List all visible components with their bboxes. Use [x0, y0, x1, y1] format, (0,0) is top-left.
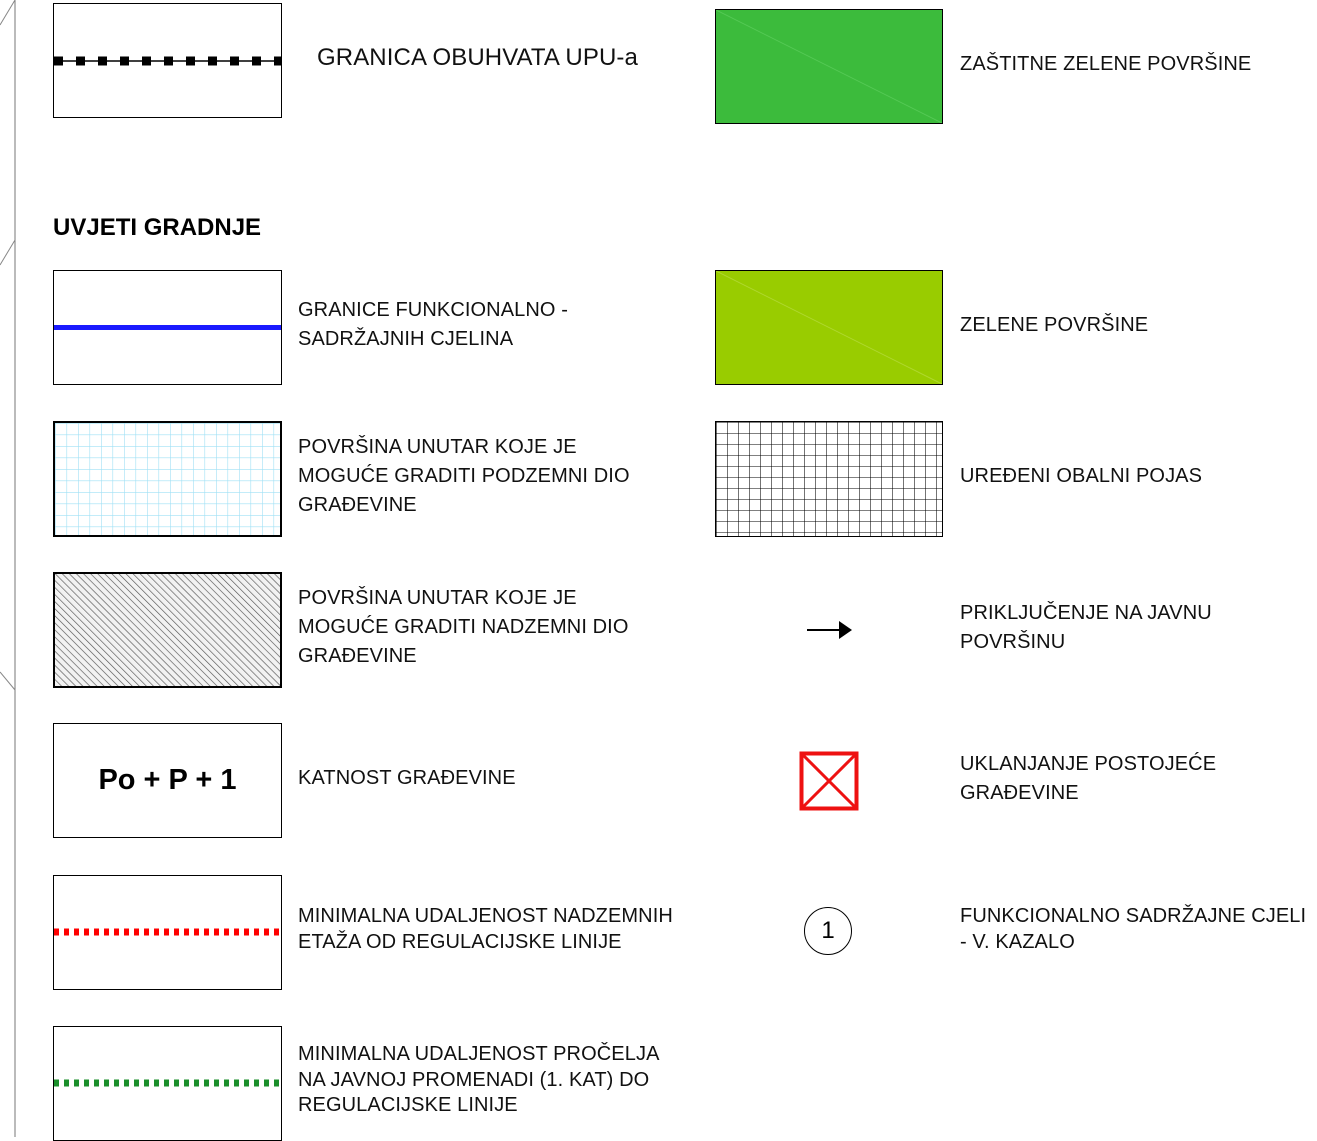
circle-number-symbol: 1 — [804, 907, 852, 955]
legend-label-underground: POVRŠINA UNUTAR KOJE JE MOGUĆE GRADITI P… — [298, 436, 630, 516]
arrow-symbol — [807, 621, 852, 639]
dashed-boundary-line — [54, 56, 281, 66]
legend-symbol-boundary — [53, 3, 282, 118]
legend-label-boundary: GRANICA OBUHVATA UPU-a — [317, 44, 638, 71]
diagonal-hatch-pattern — [55, 574, 280, 686]
legend-label-coastal-belt: UREĐENI OBALNI POJAS — [960, 465, 1203, 487]
legend-symbol-blue-line — [53, 270, 282, 385]
legend-label-red-dotted: MINIMALNA UDALJENOST NADZEMNIH ETAŽA OD … — [298, 905, 673, 953]
light-blue-grid-pattern — [55, 423, 280, 535]
legend-label-blue-line: GRANICE FUNKCIONALNO - SADRŽAJNIH CJELIN… — [298, 299, 569, 350]
lime-fill-diagonal — [716, 271, 942, 384]
legend-label-aboveground: POVRŠINA UNUTAR KOJE JE MOGUĆE GRADITI N… — [298, 587, 629, 667]
legend-label-green-dotted: MINIMALNA UDALJENOST PROČELJA NA JAVNOJ … — [298, 1043, 660, 1116]
legend-symbol-aboveground — [53, 572, 282, 688]
legend-label-katnost: KATNOST GRAĐEVINE — [298, 767, 516, 789]
green-dotted-line — [54, 1079, 281, 1087]
blue-boundary-line — [54, 325, 281, 330]
legend-label-protective-green: ZAŠTITNE ZELENE POVRŠINE — [960, 53, 1252, 75]
legend-symbol-underground — [53, 421, 282, 537]
legend-label-functional-units: FUNKCIONALNO SADRŽAJNE CJELI - V. KAZALO — [960, 905, 1307, 953]
legend-label-green-areas: ZELENE POVRŠINE — [960, 314, 1149, 336]
legend-symbol-red-dotted — [53, 875, 282, 990]
black-grid-pattern — [716, 422, 942, 536]
legend-symbol-green-dotted — [53, 1026, 282, 1141]
legend-label-connection: PRIKLJUČENJE NA JAVNU POVRŠINU — [960, 602, 1212, 653]
legend-label-removal: UKLANJANJE POSTOJEĆE GRAĐEVINE — [960, 753, 1217, 804]
legend-symbol-green-areas — [715, 270, 943, 385]
red-x-box-symbol — [799, 751, 859, 811]
green-fill-diagonal — [716, 10, 942, 123]
sheet-frame-line — [0, 0, 16, 1137]
section-heading: UVJETI GRADNJE — [53, 214, 262, 241]
legend-symbol-coastal-belt — [715, 421, 943, 537]
red-dotted-line — [54, 928, 281, 936]
katnost-symbol-text: Po + P + 1 — [98, 764, 237, 796]
legend-symbol-katnost: Po + P + 1 — [53, 723, 282, 838]
legend-symbol-protective-green — [715, 9, 943, 124]
